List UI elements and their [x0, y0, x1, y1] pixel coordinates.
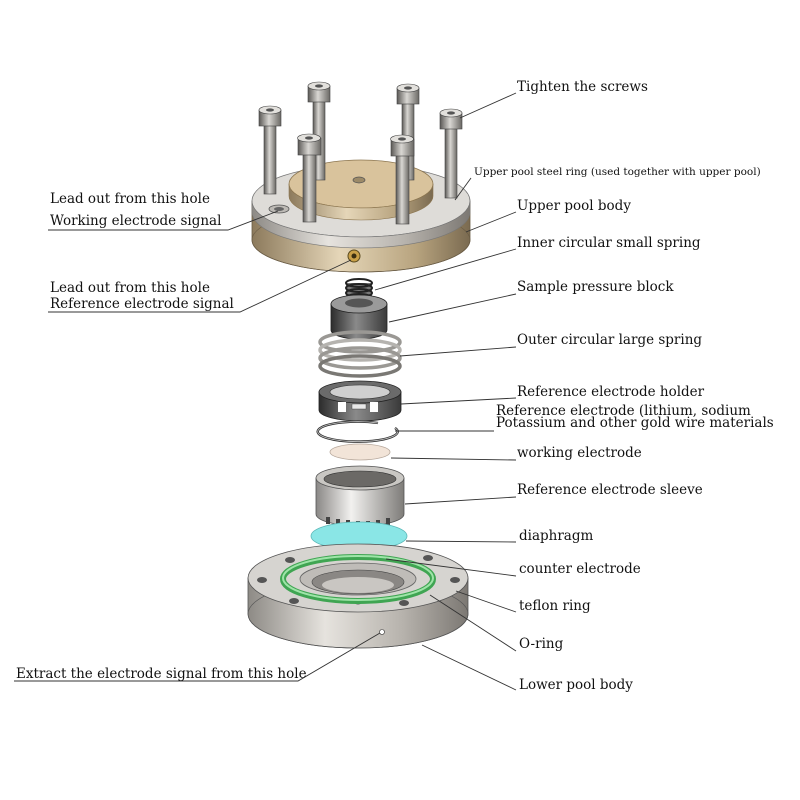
label-working-signal: Working electrode signal	[50, 213, 221, 229]
label-sample-block: Sample pressure block	[517, 279, 674, 295]
outer-large-spring	[318, 330, 402, 378]
screw	[258, 105, 282, 195]
screws	[258, 81, 463, 225]
label-ref-electrode-line1: Reference electrode (lithium, sodium	[496, 403, 751, 419]
labels: Tighten the screws Upper pool steel ring…	[16, 79, 774, 693]
label-upper-pool-body: Upper pool body	[517, 198, 631, 214]
label-counter-electrode: counter electrode	[519, 561, 641, 577]
label-lead-out-2: Lead out from this hole	[50, 280, 210, 296]
upper-pool-assembly	[251, 81, 471, 273]
label-o-ring: O-ring	[519, 636, 564, 652]
screw	[390, 134, 415, 225]
label-teflon-ring: teflon ring	[519, 598, 591, 614]
reference-electrode-wire	[316, 420, 399, 443]
leader-lines	[14, 92, 517, 691]
label-upper-steel-ring: Upper pool steel ring (used together wit…	[474, 166, 761, 178]
label-reference-signal: Reference electrode signal	[50, 296, 234, 312]
label-working-electrode: working electrode	[517, 445, 642, 461]
label-ref-holder: Reference electrode holder	[517, 384, 705, 400]
screw	[439, 108, 463, 199]
working-electrode-disk	[329, 443, 391, 461]
label-lead-out-1: Lead out from this hole	[50, 191, 210, 207]
label-outer-spring: Outer circular large spring	[517, 332, 702, 348]
label-lower-pool-body: Lower pool body	[519, 677, 633, 693]
screw	[297, 133, 322, 223]
lower-pool-body	[247, 543, 469, 649]
label-inner-spring: Inner circular small spring	[517, 235, 701, 251]
label-extract-signal: Extract the electrode signal from this h…	[16, 666, 307, 682]
label-diaphragm: diaphragm	[519, 528, 593, 544]
label-ref-sleeve: Reference electrode sleeve	[517, 482, 703, 498]
label-ref-electrode-line2: Potassium and other gold wire materials	[496, 415, 774, 431]
label-tighten-screws: Tighten the screws	[517, 79, 648, 95]
reference-electrode-sleeve	[315, 465, 405, 528]
reference-electrode-holder	[318, 380, 402, 422]
sample-pressure-block	[330, 294, 388, 340]
center-hole	[352, 176, 366, 184]
lower-signal-hole	[379, 629, 385, 635]
